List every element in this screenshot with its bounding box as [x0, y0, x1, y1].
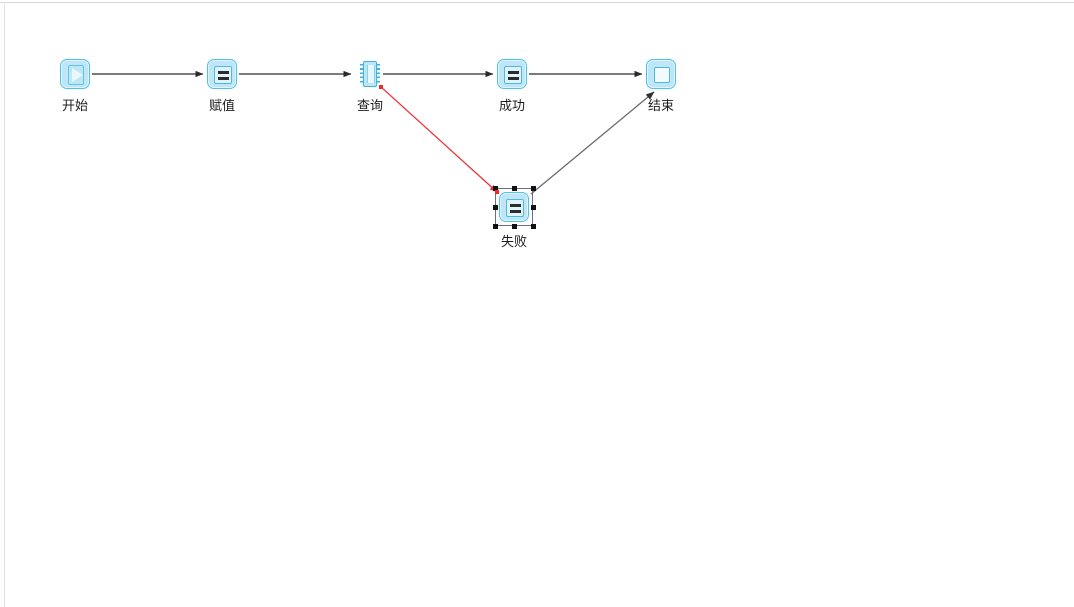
selection-box	[495, 188, 533, 226]
resize-handle-e[interactable]	[530, 204, 536, 210]
edge-endpoint-source[interactable]	[379, 85, 383, 89]
node-success[interactable]	[497, 59, 527, 89]
stop-icon	[654, 67, 670, 83]
canvas-top-rule	[0, 2, 1074, 3]
node-query[interactable]	[355, 59, 385, 89]
resize-handle-sw[interactable]	[492, 223, 498, 229]
node-label-end: 结束	[647, 99, 674, 114]
node-label-fail: 失败	[500, 235, 527, 250]
equals-icon	[214, 66, 232, 84]
resize-handle-w[interactable]	[492, 204, 498, 210]
chip-icon	[359, 61, 381, 87]
node-fail[interactable]	[499, 192, 529, 222]
node-end[interactable]	[646, 59, 676, 89]
edge-endpoint-target[interactable]	[495, 190, 499, 194]
node-label-assign: 赋值	[208, 99, 235, 114]
resize-handle-s[interactable]	[511, 223, 517, 229]
play-icon-frame	[68, 65, 84, 85]
edge-fail-to-end[interactable]	[530, 91, 655, 195]
node-assign[interactable]	[207, 59, 237, 89]
equals-icon	[504, 66, 522, 84]
play-icon	[72, 68, 83, 82]
resize-handle-se[interactable]	[530, 223, 536, 229]
node-start[interactable]	[60, 59, 90, 89]
resize-handle-nw[interactable]	[492, 185, 498, 191]
resize-handle-ne[interactable]	[530, 185, 536, 191]
canvas-left-rule	[4, 2, 5, 607]
node-label-query: 查询	[356, 99, 383, 114]
node-label-start: 开始	[61, 99, 88, 114]
equals-icon	[506, 199, 524, 217]
edge-query-to-fail[interactable]	[380, 86, 498, 193]
node-label-success: 成功	[498, 99, 525, 114]
resize-handle-n[interactable]	[511, 185, 517, 191]
